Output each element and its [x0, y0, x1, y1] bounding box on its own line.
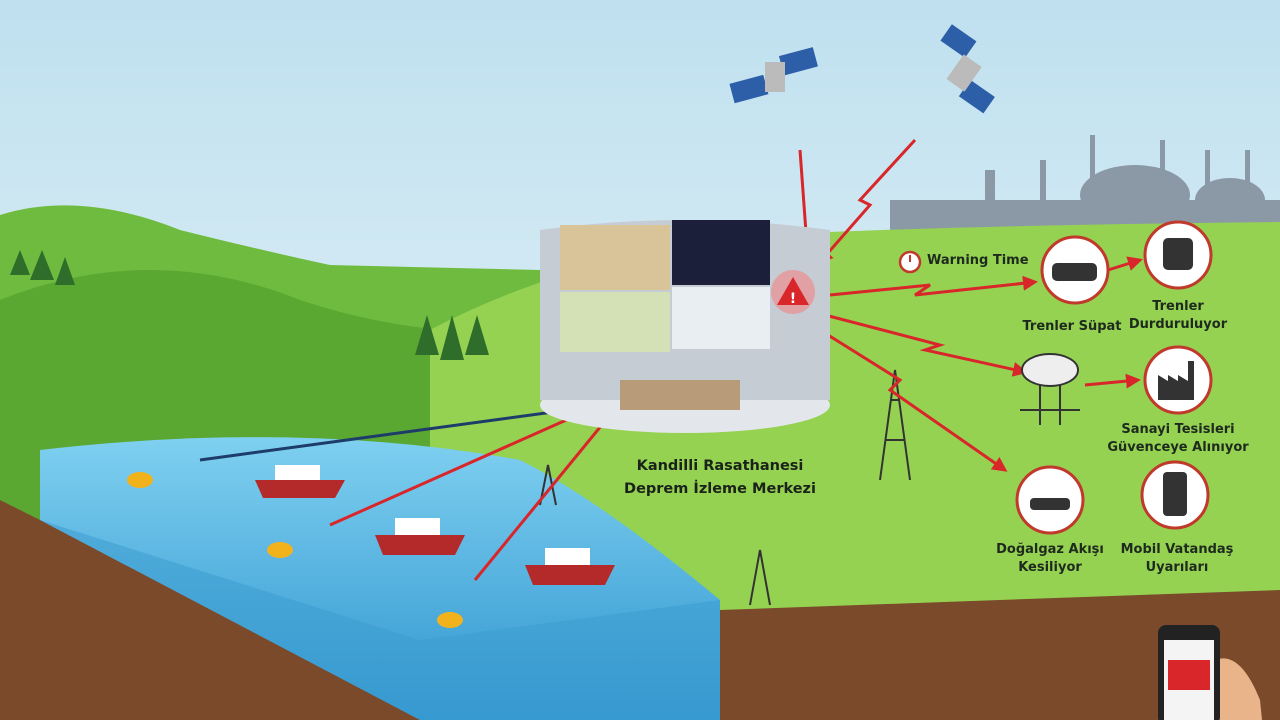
warning-triangle-icon: ! [771, 270, 815, 314]
train-stop-label-2: Durduruluyor [1129, 317, 1228, 332]
stopwatch-icon [898, 250, 922, 274]
sea-depth [40, 520, 720, 720]
train-glyph [1052, 263, 1097, 281]
valve-glyph [1030, 498, 1070, 510]
istanbul-skyline [890, 135, 1280, 230]
alert-arrows [329, 138, 1143, 581]
factory-glyph [1158, 361, 1194, 400]
satellite-icon [729, 47, 818, 104]
ships [255, 465, 615, 585]
train-front-glyph [1163, 238, 1193, 270]
data-arrow [199, 399, 608, 462]
satellite-icon [940, 24, 995, 114]
mobile-label-2: Uyarıları [1146, 560, 1209, 575]
industry-label-1: Sanayi Tesisleri [1121, 422, 1234, 437]
monitoring-center [540, 220, 830, 433]
warning-time-label: Warning Time [927, 253, 1029, 268]
phone-glyph [1163, 472, 1187, 516]
gas-label-2: Kesiliyor [1018, 560, 1082, 575]
trees [10, 250, 489, 360]
svg-text:!: ! [790, 291, 796, 307]
industry-label-2: Güvenceye Alınıyor [1107, 440, 1249, 455]
cell-towers [539, 369, 911, 606]
buoys [127, 472, 463, 628]
center-name-line2: Deprem İzleme Merkezi [624, 480, 816, 497]
cloud-network-icon [1020, 353, 1080, 425]
train-slow-label: Trenler Süpat [1022, 319, 1121, 334]
center-name-line1: Kandilli Rasathanesi [637, 458, 804, 474]
gas-label-1: Doğalgaz Akışı [996, 542, 1104, 557]
hand-phone-icon [1158, 625, 1262, 720]
mobile-label-1: Mobil Vatandaş [1121, 542, 1234, 557]
train-stop-label-1: Trenler [1152, 299, 1204, 314]
